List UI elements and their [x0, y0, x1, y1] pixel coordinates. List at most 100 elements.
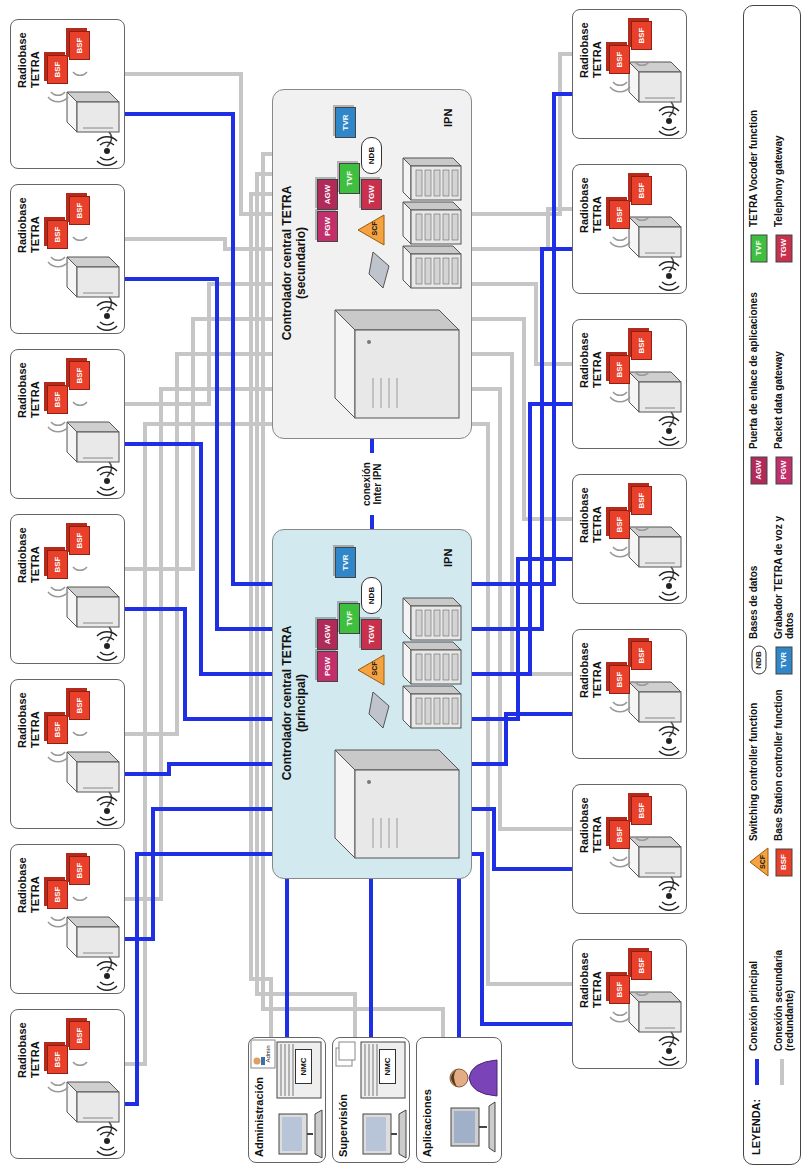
radio-base-box: Radiobase TETRABSFBSF: [10, 19, 125, 169]
node-text: BSF: [632, 797, 651, 824]
antenna-wave: [659, 882, 679, 910]
rack-module: [425, 170, 431, 196]
radio-site-illustration: [48, 402, 119, 495]
rack-module: [416, 214, 422, 240]
node-text: BSF: [632, 332, 651, 359]
rack-module: [425, 610, 431, 636]
nmc-label-box: NMC: [379, 1049, 396, 1084]
nmc-label-box: NMC: [295, 1049, 312, 1084]
node-text: Radiobase TETRA: [578, 479, 603, 543]
antenna-wave: [97, 302, 117, 330]
connection-line: [472, 54, 572, 214]
connection-line: [472, 319, 572, 519]
antenna-cable: [669, 877, 674, 892]
antenna-cable: [107, 132, 112, 147]
text-label: BSF: [776, 847, 792, 877]
radio-base-box: Radiobase TETRABSFBSF: [10, 514, 125, 664]
rack-module: [416, 170, 422, 196]
antenna-dot: [666, 428, 672, 434]
workstation-illustration: [251, 1040, 322, 1158]
rack-module: [443, 610, 449, 636]
radio-base-box: Radiobase TETRABSFBSF: [572, 9, 687, 139]
monitor-stand: [391, 1133, 397, 1135]
rack-line: [293, 1044, 294, 1096]
cabinet-side: [67, 257, 119, 267]
nmc-rack: [361, 1042, 405, 1098]
bsf-block: BSF: [69, 691, 90, 720]
legend-text: Telephony gateway: [773, 27, 784, 227]
component-block: AGW: [317, 179, 338, 210]
rack-module: [443, 170, 449, 196]
rack-module: [434, 258, 440, 284]
text-label: LEYENDA:: [750, 1099, 763, 1155]
cabinet-side: [67, 917, 119, 927]
node-text: BSF: [70, 197, 89, 224]
user-body: [469, 1060, 497, 1096]
node-text: Radiobase TETRA: [16, 1014, 41, 1078]
bsf-block: BSF: [631, 951, 652, 980]
connection-line: [125, 114, 272, 584]
text-label: PGW: [776, 455, 792, 485]
antenna-wave: [97, 1127, 117, 1155]
bsf-block: BSF: [631, 21, 652, 50]
cabinet-door: [83, 953, 113, 954]
radio-base-box: Radiobase TETRABSFBSF: [572, 939, 687, 1069]
controller-illustration: [335, 598, 461, 858]
server-tower-front: [355, 770, 459, 858]
legend-line: [780, 1059, 784, 1085]
bsf-block: BSF: [47, 55, 68, 84]
rack-module: [452, 698, 458, 724]
antenna-dot: [666, 583, 672, 589]
node-text: BSF: [70, 857, 89, 884]
legend-sample: [774, 1057, 794, 1087]
rack-line: [281, 1044, 282, 1096]
rack-module: [416, 654, 422, 680]
workstation-illustration: [336, 1042, 406, 1158]
rack-module: [452, 654, 458, 680]
cabinet-front: [639, 692, 681, 722]
cabinet-front: [639, 227, 681, 257]
bsf-block: BSF: [69, 1021, 90, 1050]
server-led: [367, 340, 371, 344]
connection-line: [472, 809, 572, 869]
component-block: PGW: [317, 651, 338, 682]
antenna-wave: [659, 417, 679, 445]
bsf-block: BSF: [47, 1045, 68, 1074]
legend-text: Grabador TETRA de voz y datos: [773, 489, 795, 639]
antenna-cable: [669, 567, 674, 582]
node-text: AGW: [318, 620, 337, 649]
antenna-wave: [97, 137, 117, 165]
legend-text: Puerta de enlace de aplicaciones: [748, 274, 759, 449]
cabinet-side: [67, 422, 119, 432]
rack-module: [425, 258, 431, 284]
node-text: Radiobase TETRA: [16, 849, 41, 913]
node-text: BSF: [70, 692, 89, 719]
bsf-block: BSF: [47, 880, 68, 909]
rack-unit-side: [403, 686, 461, 694]
keyboard: [489, 1102, 495, 1152]
workstation-box: SupervisiónNMC: [332, 1037, 410, 1163]
server-slot: [389, 378, 390, 408]
connection-line: [472, 94, 572, 584]
connection-line: [125, 444, 272, 674]
rack-module: [416, 258, 422, 284]
antenna-wave: [97, 962, 117, 990]
antenna-wave: [659, 572, 679, 600]
antenna-cable: [669, 257, 674, 272]
node-text: NDB: [362, 578, 381, 613]
cabinet-door: [645, 253, 675, 254]
node-text: BSF: [632, 642, 651, 669]
legend-text: Conexión principal: [748, 886, 759, 1051]
server-led: [367, 780, 371, 784]
antenna-cable: [107, 1122, 112, 1137]
rack-unit-side: [403, 202, 461, 210]
node-text: BSF: [632, 952, 651, 979]
legend-text: Switching controller function: [748, 676, 759, 841]
node-text: BSF: [48, 1046, 67, 1073]
bsf-block: BSF: [47, 385, 68, 414]
rack-unit-front: [411, 210, 461, 244]
rack-module: [416, 698, 422, 724]
bsf-block: BSF: [609, 200, 630, 229]
bsf-block: BSF: [47, 550, 68, 579]
rack-module: [443, 258, 449, 284]
